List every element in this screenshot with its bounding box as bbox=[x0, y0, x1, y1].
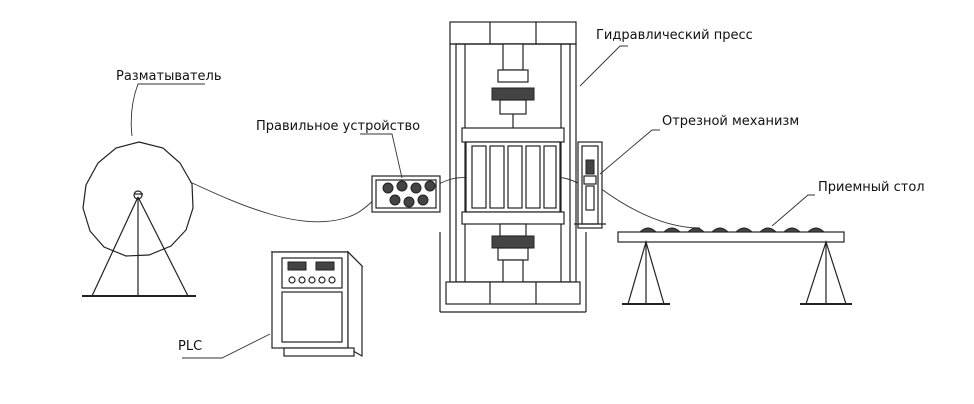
strip-path bbox=[189, 166, 701, 229]
press-upper-cylinder bbox=[502, 43, 524, 71]
table-top bbox=[617, 231, 845, 243]
uncoiler-leader bbox=[130, 83, 205, 137]
straightener-roller bbox=[396, 180, 408, 192]
uncoiler-leg-right bbox=[137, 196, 189, 297]
plc-base bbox=[283, 347, 355, 357]
straightener-roller bbox=[382, 182, 394, 194]
press-lower-cylinder bbox=[502, 259, 524, 283]
press-crown bbox=[449, 21, 577, 45]
press-die-column bbox=[489, 145, 505, 209]
label-receiving-table: Приемный стол bbox=[818, 180, 925, 195]
cutting-mechanism bbox=[574, 141, 606, 229]
press-die-column bbox=[543, 145, 557, 209]
cutter-blade bbox=[585, 159, 595, 175]
press-die-column bbox=[507, 145, 523, 209]
press-die-column bbox=[525, 145, 541, 209]
press-die-column bbox=[471, 145, 487, 209]
press-slide bbox=[461, 127, 565, 143]
label-hydraulic-press: Гидравлический пресс bbox=[596, 28, 753, 43]
press-base bbox=[445, 281, 581, 305]
straightener-roller bbox=[389, 194, 401, 206]
straightener-roller bbox=[417, 194, 429, 206]
hydraulic-press bbox=[439, 21, 587, 313]
straightener-roller bbox=[424, 180, 436, 192]
straightener bbox=[371, 175, 441, 213]
label-straightener: Правильное устройство bbox=[256, 119, 420, 134]
press-bolster bbox=[461, 211, 565, 225]
plc-cabinet bbox=[270, 250, 364, 358]
press-leader bbox=[579, 45, 628, 87]
uncoiler-leg-left bbox=[91, 196, 139, 297]
straightener-roller bbox=[410, 182, 422, 194]
table-leader bbox=[771, 194, 815, 227]
plc-display bbox=[315, 261, 335, 271]
label-cutting-mechanism: Отрезной механизм bbox=[662, 114, 799, 129]
plc-leader bbox=[182, 333, 271, 359]
leader-lines bbox=[130, 45, 815, 359]
uncoiler bbox=[82, 141, 196, 297]
straightener-leader bbox=[360, 133, 403, 179]
plc-display bbox=[287, 261, 307, 271]
press-upper-clamp bbox=[491, 87, 535, 101]
label-uncoiler: Разматыватель bbox=[116, 69, 222, 84]
receiving-table bbox=[617, 227, 852, 305]
label-plc: PLC bbox=[178, 339, 202, 354]
press-lower-clamp bbox=[491, 235, 535, 249]
cutter-leader bbox=[599, 129, 660, 175]
straightener-roller bbox=[403, 196, 415, 208]
